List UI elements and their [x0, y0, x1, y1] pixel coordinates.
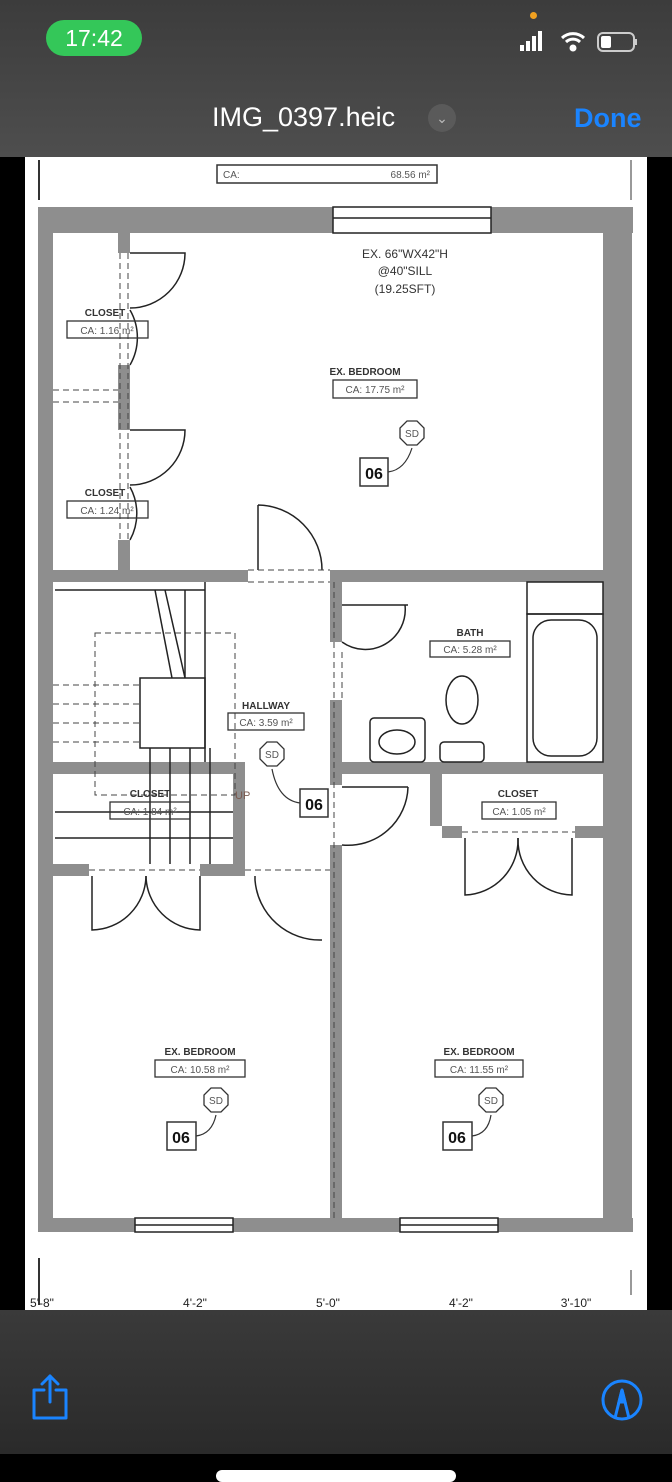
- sd-label: SD: [209, 1096, 223, 1107]
- file-title[interactable]: IMG_0397.heic: [212, 102, 396, 132]
- bottom-toolbar: [0, 1310, 672, 1482]
- room-area: CA: 1.16 m²: [80, 326, 134, 337]
- tag-label: 06: [448, 1130, 466, 1147]
- signal-icon: [520, 31, 542, 51]
- chevron-down-icon[interactable]: ⌄: [428, 104, 456, 132]
- window-note-line: (19.25SFT): [375, 282, 436, 296]
- bathtub: [526, 581, 604, 763]
- room-name: EX. BEDROOM: [329, 367, 400, 378]
- smoke-detector-icon: SD: [478, 1087, 504, 1113]
- toilet: [439, 675, 485, 763]
- markup-icon[interactable]: [600, 1378, 644, 1422]
- sd-label: SD: [484, 1096, 498, 1107]
- tag-label: 06: [172, 1130, 190, 1147]
- sd-label: SD: [265, 750, 279, 761]
- status-time[interactable]: 17:42: [46, 20, 142, 56]
- window-note-line: EX. 66"WX42"H: [362, 247, 448, 261]
- dimension-label: 5'-8": [30, 1296, 54, 1310]
- stair-up-label: UP: [235, 790, 250, 802]
- dimension-label: 4'-2": [183, 1296, 207, 1310]
- sd-label: SD: [405, 429, 419, 440]
- room-name: BATH: [456, 628, 483, 639]
- smoke-detector-icon: SD: [203, 1087, 229, 1113]
- area-boxes: [66, 320, 557, 1078]
- room-area: CA: 3.59 m²: [239, 718, 293, 729]
- room-area: CA: 10.58 m²: [171, 1065, 231, 1076]
- tag-label: 06: [365, 466, 383, 483]
- sink: [369, 717, 426, 763]
- room-area: CA: 11.55 m²: [450, 1065, 509, 1076]
- status-icons: [520, 31, 637, 52]
- privacy-indicator: [530, 12, 537, 19]
- windows: [134, 206, 499, 1233]
- room-name: CLOSET: [85, 488, 126, 499]
- room-area: CA: 1.05 m²: [492, 807, 546, 818]
- room-area: CA: 17.75 m²: [346, 385, 406, 396]
- room-name: EX. BEDROOM: [443, 1047, 514, 1058]
- room-name: CLOSET: [130, 789, 171, 800]
- home-indicator[interactable]: [216, 1470, 456, 1482]
- window-note-line: @40"SILL: [378, 264, 433, 278]
- viewer-header: 17:42 IMG_0397.heic ⌄ Done: [0, 0, 672, 157]
- smoke-detector-icon: SD: [259, 741, 285, 767]
- room-name: EX. BEDROOM: [164, 1047, 235, 1058]
- unit-area-box: CA: 68.56 m²: [216, 164, 438, 184]
- dimension-label: 3'-10": [561, 1296, 592, 1310]
- unit-area-value: 68.56 m²: [391, 170, 431, 181]
- room-area: CA: 1.84 m²: [123, 807, 177, 818]
- door-swings: [91, 252, 573, 941]
- unit-area-label: CA:: [223, 170, 240, 181]
- dashed-lines: [53, 253, 575, 1218]
- room-name: HALLWAY: [242, 701, 290, 712]
- room-name: CLOSET: [85, 308, 126, 319]
- floor-plan-image[interactable]: CA: 68.56 m²: [0, 157, 672, 1310]
- battery-icon: [597, 32, 637, 52]
- dimension-label: 5'-0": [316, 1296, 340, 1310]
- smoke-detector-tags: SD 06 SD 06 SD 06 SD 06: [166, 420, 504, 1151]
- stairs: [55, 582, 233, 864]
- wifi-icon: [560, 32, 586, 52]
- dimension-row: 5'-8" 4'-2" 5'-0" 4'-2" 3'-10": [30, 1258, 632, 1310]
- room-area: CA: 1.24 m²: [80, 506, 134, 517]
- room-name: CLOSET: [498, 789, 539, 800]
- done-button[interactable]: Done: [574, 103, 642, 133]
- room-area: CA: 5.28 m²: [443, 645, 497, 656]
- window-note: EX. 66"WX42"H @40"SILL (19.25SFT): [362, 247, 448, 296]
- smoke-detector-icon: SD: [399, 420, 425, 446]
- share-icon[interactable]: [30, 1372, 70, 1422]
- tag-label: 06: [305, 797, 323, 814]
- dimension-label: 4'-2": [449, 1296, 473, 1310]
